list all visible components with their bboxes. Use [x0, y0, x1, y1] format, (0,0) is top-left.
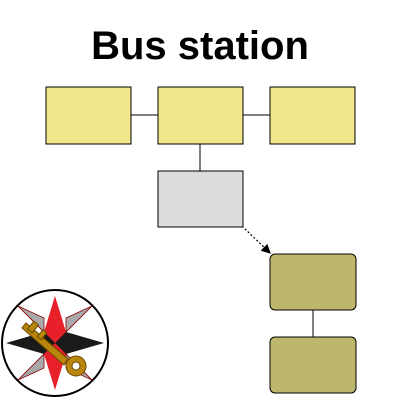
node-middle [157, 170, 244, 228]
node-top-right [269, 86, 356, 145]
diagram-title: Bus station [91, 24, 309, 68]
node-top-left [45, 86, 132, 145]
node-top-center [157, 86, 244, 145]
edge-middle-lower-upper [241, 225, 271, 254]
compass-key-icon [1, 289, 109, 397]
node-lower-lower [269, 336, 357, 394]
node-lower-upper [269, 253, 357, 311]
